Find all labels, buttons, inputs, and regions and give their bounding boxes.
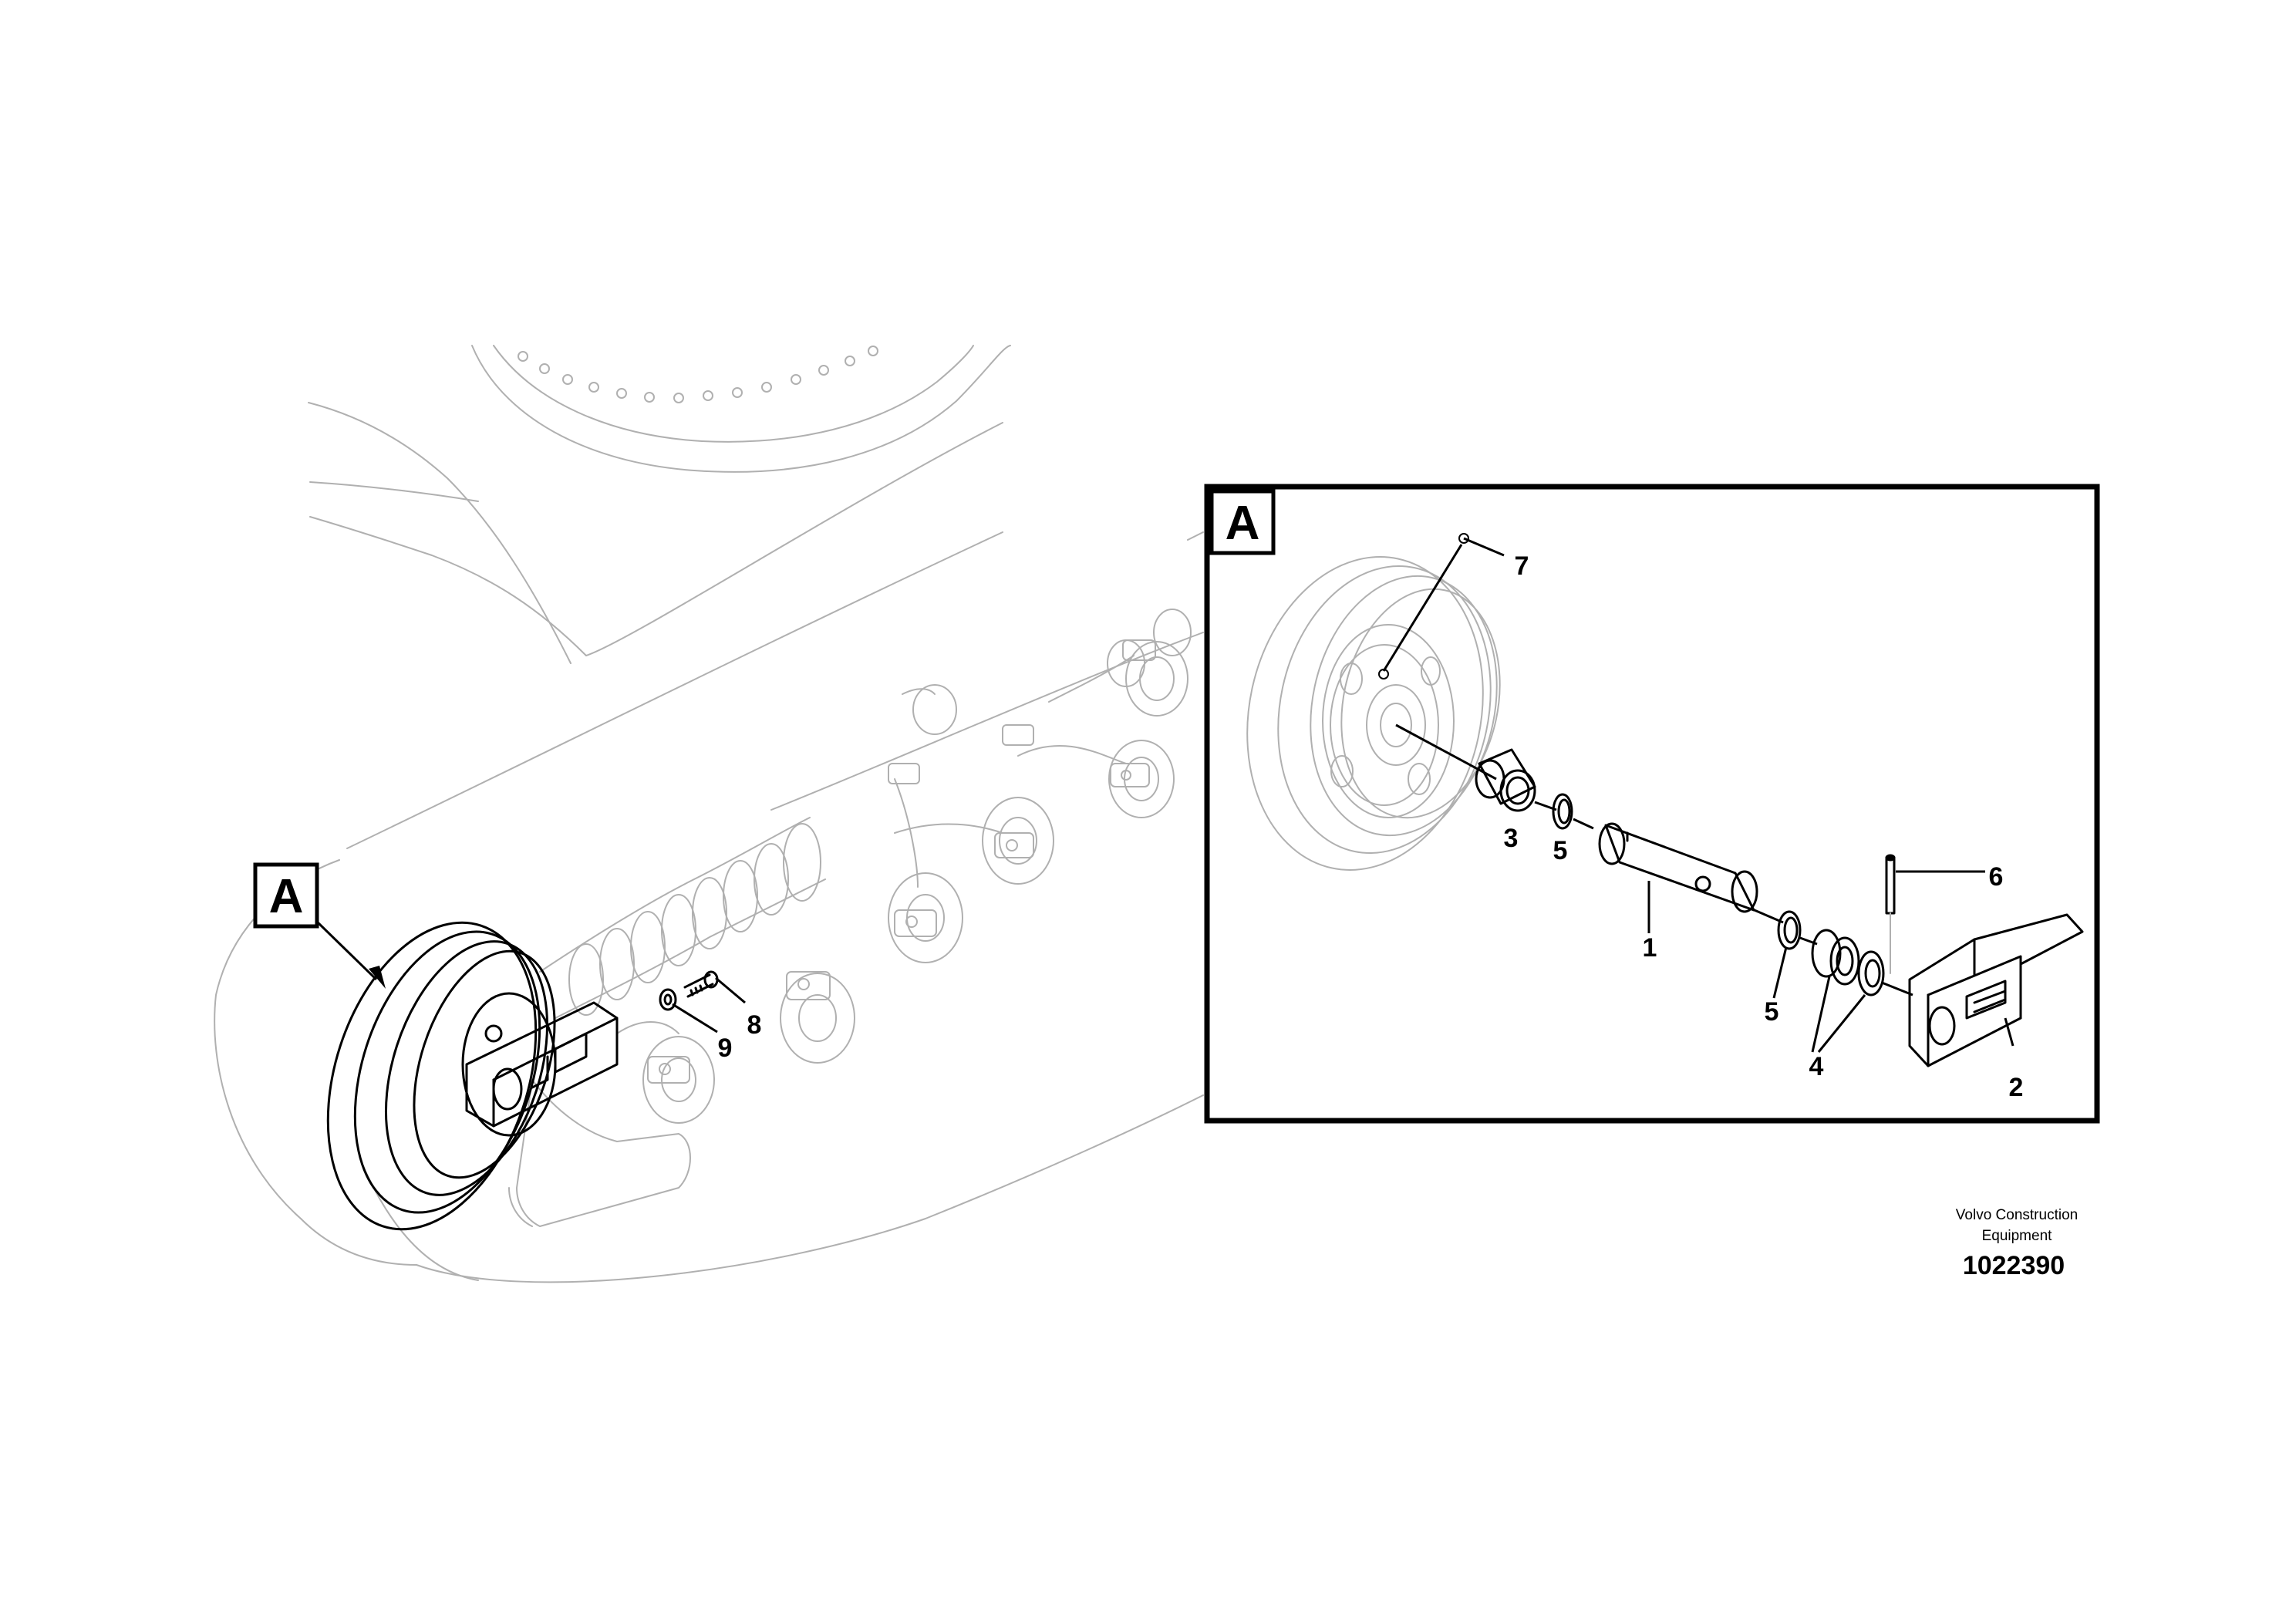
view-a-reference-label: A [253, 862, 386, 989]
company-name-line-2: Equipment [1982, 1228, 2053, 1244]
bearing-housing-item-2 [1908, 913, 2084, 1067]
o-ring-item-5-right [1777, 910, 1818, 950]
idler-wheel [1246, 556, 1501, 871]
o-ring-item-5-left [1552, 793, 1594, 830]
seal-assembly-item-4 [1811, 929, 1913, 996]
bushing-item-3 [1475, 748, 1557, 812]
bolt-item-8 [683, 970, 719, 998]
roller-2 [1017, 740, 1175, 818]
view-a-reference-letter: A [269, 870, 304, 923]
roller-5 [780, 971, 855, 1064]
callout-9: 9 [672, 1003, 733, 1063]
roller-3 [894, 724, 1054, 885]
track-frame [214, 402, 1204, 1283]
tensioner-body [508, 1021, 691, 1227]
company-name-line-1: Volvo Construction [1956, 1207, 2078, 1223]
callout-1-label: 1 [1643, 933, 1657, 963]
pin-item-6 [1885, 854, 1985, 974]
document-number: 1022390 [1963, 1251, 2065, 1280]
callout-2-label: 2 [2009, 1073, 2024, 1102]
recoil-spring [539, 817, 826, 1019]
slewing-ring [471, 345, 1011, 473]
detail-view-a-letter: A [1226, 497, 1260, 550]
detail-view-a: A [1204, 484, 2100, 1124]
undercarriage-overview [214, 345, 1204, 1283]
roller-6 [642, 1036, 715, 1124]
slewing-ring-bolt-holes [518, 346, 878, 403]
roller-1 [1048, 639, 1188, 717]
shaft-item-1 [1598, 822, 1784, 924]
washer-item-9 [659, 988, 677, 1011]
callout-8-label: 8 [747, 1010, 762, 1040]
callout-5-right-label: 5 [1765, 997, 1779, 1027]
roller-4 [888, 763, 963, 963]
callout-6-label: 6 [1989, 862, 2004, 892]
carrier-roller [902, 609, 1192, 735]
callout-3-label: 3 [1504, 824, 1519, 853]
callout-4-label: 4 [1809, 1052, 1824, 1081]
footer-credit: Volvo Construction Equipment 1022390 [1956, 1207, 2078, 1280]
callout-7-label: 7 [1515, 551, 1529, 581]
front-idler [326, 921, 619, 1231]
plug-item-7 [1382, 533, 1505, 672]
track-rollers [642, 609, 1192, 1124]
callout-8: 8 [715, 976, 762, 1040]
callout-9-label: 9 [718, 1034, 733, 1063]
callout-5-left-label: 5 [1553, 836, 1568, 865]
